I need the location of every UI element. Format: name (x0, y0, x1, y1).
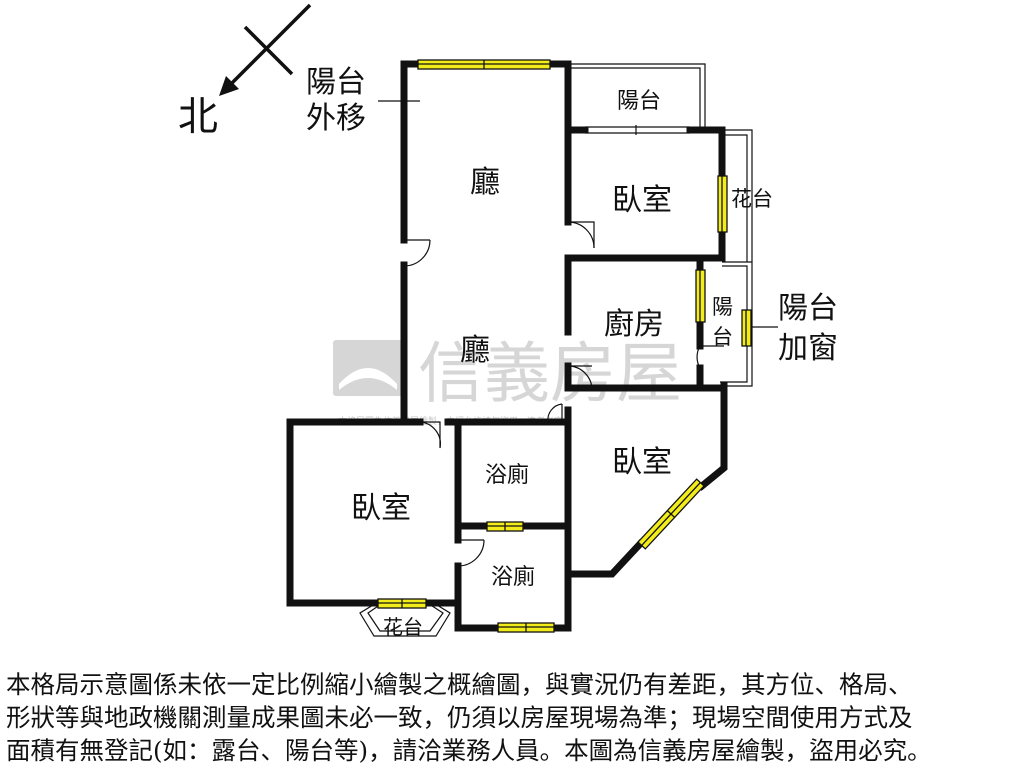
label-balcony-moved-out-2: 外移 (306, 101, 366, 136)
thin-outlines (359, 63, 753, 637)
door-balcony-small (696, 345, 724, 369)
doors (403, 221, 724, 567)
window-bedroom-upper (717, 175, 728, 233)
watermark-brand: 信義房屋 (418, 335, 682, 412)
label-living-lower: 廳 (460, 333, 490, 368)
north-arrow-icon (230, 3, 312, 85)
label-kitchen: 廚房 (604, 307, 664, 342)
label-bath-lower: 浴廁 (491, 565, 535, 590)
brand-logo-icon (333, 340, 403, 396)
label-planter-bottom: 花台 (383, 615, 423, 639)
label-bedroom-upper: 臥室 (612, 183, 672, 218)
label-bedroom-left: 臥室 (351, 491, 411, 526)
door-bath-lower (457, 539, 485, 567)
door-bath-upper (547, 403, 563, 423)
label-balcony-small-2: 台 (712, 325, 733, 349)
door-bedroom-left (419, 421, 441, 449)
window-bedroom-right-diagonal (637, 478, 705, 550)
room-labels: 陽台 外移 廳 廳 陽台 臥室 花台 廚房 陽 台 陽台 加窗 臥室 浴廁 浴廁… (306, 65, 838, 639)
label-balcony-window-2: 加窗 (778, 331, 838, 366)
door-bedroom-right (567, 365, 593, 391)
label-balcony-window-1: 陽台 (778, 291, 838, 326)
compass: 北 (178, 3, 312, 140)
label-balcony-moved-out-1: 陽台 (306, 65, 366, 100)
arrow-head-icon (219, 76, 239, 96)
label-bath-upper: 浴廁 (485, 463, 529, 488)
leader-lines (378, 100, 778, 328)
window-bath-lower (497, 622, 555, 633)
label-bedroom-right: 臥室 (612, 445, 672, 480)
window-bath-upper (486, 521, 524, 532)
label-living-upper: 廳 (470, 165, 500, 200)
disclaimer-text: 本格局示意圖係未依一定比例縮小繪製之概繪圖，與實況仍有差距，其方位、格局、 形狀… (6, 670, 932, 765)
label-balcony-top: 陽台 (617, 89, 661, 114)
windows (377, 59, 752, 633)
window-kitchen (695, 269, 706, 323)
window-top (417, 59, 551, 70)
sliding-door-balcony (585, 125, 690, 135)
door-entrance (403, 239, 431, 267)
window-balcony-small (741, 309, 752, 347)
door-bedroom-upper (567, 221, 595, 249)
watermark: 信義房屋 本格局圖為信義房屋繪製，未經允許請勿盜用，違者必究 (333, 335, 682, 427)
label-balcony-small-1: 陽 (712, 295, 733, 319)
north-label: 北 (178, 94, 218, 140)
floor-plan: 信義房屋 本格局圖為信義房屋繪製，未經允許請勿盜用，違者必究 (178, 3, 838, 639)
label-planter-right: 花台 (731, 187, 773, 211)
window-bedroom-left (377, 598, 427, 609)
